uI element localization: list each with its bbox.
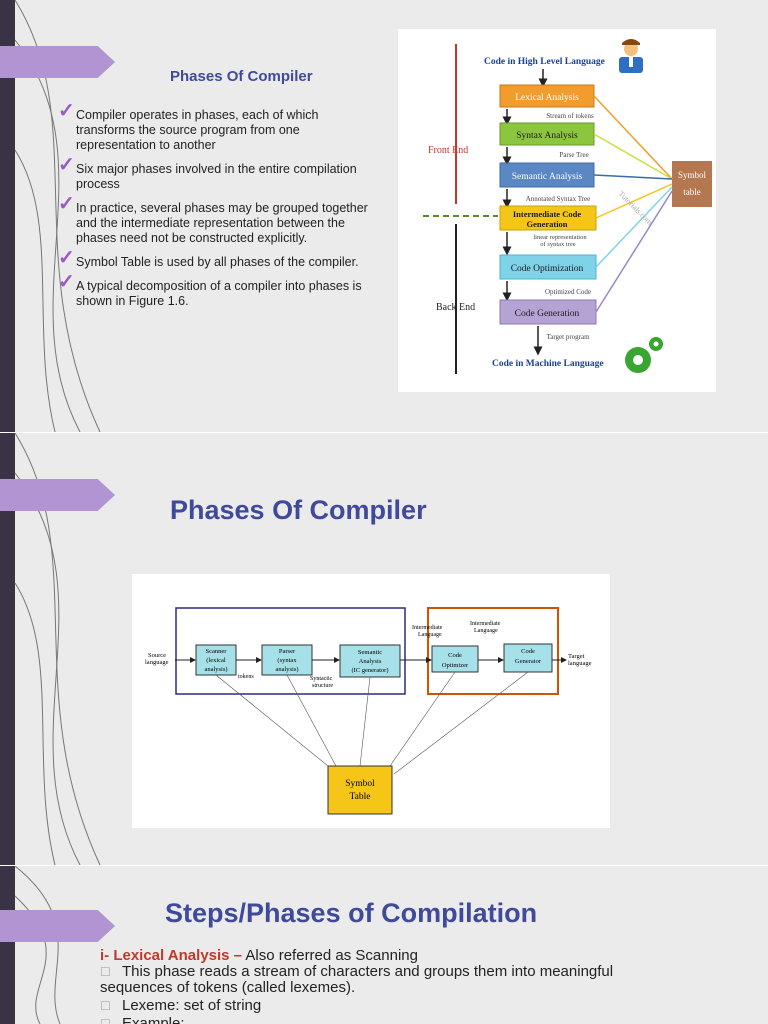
decorative-curves: [14, 866, 61, 1024]
optimizer-label: Code: [448, 652, 462, 659]
checkmark-icon: ✓: [58, 193, 75, 215]
front-end-label: Front End: [428, 145, 468, 156]
phase-syntax: Syntax Analysis: [516, 131, 578, 141]
parser-label-2: (syntax: [277, 657, 297, 664]
bullet-box-icon: ☐: [100, 1017, 111, 1024]
edge-label: Parse Tree: [559, 151, 588, 159]
slide-3: Steps/Phases of Compilation i- Lexical A…: [0, 866, 768, 1024]
intermediate-language-2-label-2: Language: [474, 628, 498, 634]
slide-2: Phases Of Compiler Source language Scann…: [0, 433, 768, 865]
slide-3-body: i- Lexical Analysis – Also referred as S…: [100, 948, 660, 1024]
phase-intermediate: Intermediate Code: [513, 209, 581, 219]
bullet-box-icon: ☐: [100, 965, 111, 979]
step-line: ☐Lexeme: set of string: [100, 997, 262, 1014]
person-icon: [619, 39, 643, 73]
semantic-label-2: Analysis: [359, 658, 382, 665]
slide-1-bullet-list: ✓Compiler operates in phases, each of wh…: [58, 100, 370, 318]
scanner-label: Scanner: [206, 648, 228, 655]
gear-icon: [625, 337, 663, 373]
checkmark-icon: ✓: [58, 154, 75, 176]
semantic-label: Semantic: [358, 649, 382, 656]
slide-1-arrow-tab: [0, 46, 115, 78]
slide-2-title: Phases Of Compiler: [170, 495, 427, 525]
scanner-label-2: (lexical: [206, 657, 226, 664]
checkmark-icon: ✓: [58, 247, 75, 269]
bullet-item: ✓Symbol Table is used by all phases of t…: [58, 247, 359, 269]
step-line: ☐Example:: [100, 1016, 660, 1024]
edge-label: Annotated Syntax Tree: [526, 195, 591, 203]
phase-intermediate-2: Generation: [526, 219, 567, 229]
scanner-label-3: analysis): [204, 666, 227, 673]
tokens-label: tokens: [238, 674, 254, 680]
slide-1-strip: [0, 0, 15, 432]
slide-2-strip: [0, 433, 15, 865]
parser-label-3: analysis): [275, 666, 298, 673]
bullet-item: ✓Six major phases involved in the entire…: [58, 154, 357, 191]
symbol-table-label: Symbol: [345, 779, 375, 789]
bullet-item: ✓In practice, several phases may be grou…: [58, 193, 368, 245]
phase-codegen: Code Generation: [515, 309, 580, 319]
slide-1: Phases Of Compiler ✓Compiler operates in…: [0, 0, 768, 432]
optimizer-label-2: Optimizer: [442, 662, 469, 669]
source-language-2: language: [145, 659, 169, 666]
semantic-label-3: (IC generator): [352, 667, 389, 674]
checkmark-icon: ✓: [58, 271, 75, 293]
bottom-label: Code in Machine Language: [492, 359, 604, 369]
back-end-label: Back End: [436, 302, 475, 313]
slide-3-strip: [0, 866, 15, 1024]
generator-label-2: Generator: [515, 658, 542, 665]
edge-label: Optimized Code: [545, 288, 591, 296]
source-language: Source: [148, 652, 166, 659]
bullet-box-icon: ☐: [100, 999, 111, 1013]
symbol-table-label-2: table: [683, 187, 701, 197]
lexical-heading: i- Lexical Analysis – Also referred as S…: [100, 947, 418, 964]
slide-1-title: Phases Of Compiler: [170, 68, 313, 85]
edge-label: Target program: [546, 333, 590, 341]
phase-semantic: Semantic Analysis: [512, 172, 583, 182]
edge-label: of syntax tree: [540, 241, 575, 248]
edge-label: linear representation: [533, 234, 587, 241]
bullet-item: ✓Compiler operates in phases, each of wh…: [58, 100, 319, 152]
slide-3-arrow-tab: [0, 910, 115, 942]
edge-label: Stream of tokens: [546, 112, 594, 120]
slide-2-arrow-tab: [0, 479, 115, 511]
symbol-table-label-2: Table: [350, 792, 371, 802]
target-language-2: language: [568, 660, 592, 667]
step-line: ☐This phase reads a stream of characters…: [100, 963, 614, 996]
syntactic-label-2: structure: [312, 683, 333, 689]
intermediate-language-label: Intermediate: [412, 625, 443, 631]
parser-label: Parser: [279, 648, 296, 655]
phase-optimization: Code Optimization: [511, 264, 584, 274]
slide-3-title: Steps/Phases of Compilation: [165, 898, 538, 928]
intermediate-language-2-label: Intermediate: [470, 621, 501, 627]
compiler-block-diagram: Source language Scanner (lexical analysi…: [132, 574, 610, 828]
syntactic-label: Syntactic: [310, 676, 333, 682]
target-language: Target: [568, 653, 585, 660]
intermediate-language-label-2: Language: [418, 632, 442, 638]
generator-label: Code: [521, 648, 535, 655]
phase-lexical: Lexical Analysis: [515, 93, 579, 103]
symbol-table-label: Symbol: [678, 170, 707, 180]
bullet-item: ✓A typical decomposition of a compiler i…: [58, 271, 362, 308]
checkmark-icon: ✓: [58, 100, 75, 122]
compiler-phases-figure: Front End Back End Code in High Level La…: [398, 29, 716, 392]
top-label: Code in High Level Language: [484, 57, 605, 67]
